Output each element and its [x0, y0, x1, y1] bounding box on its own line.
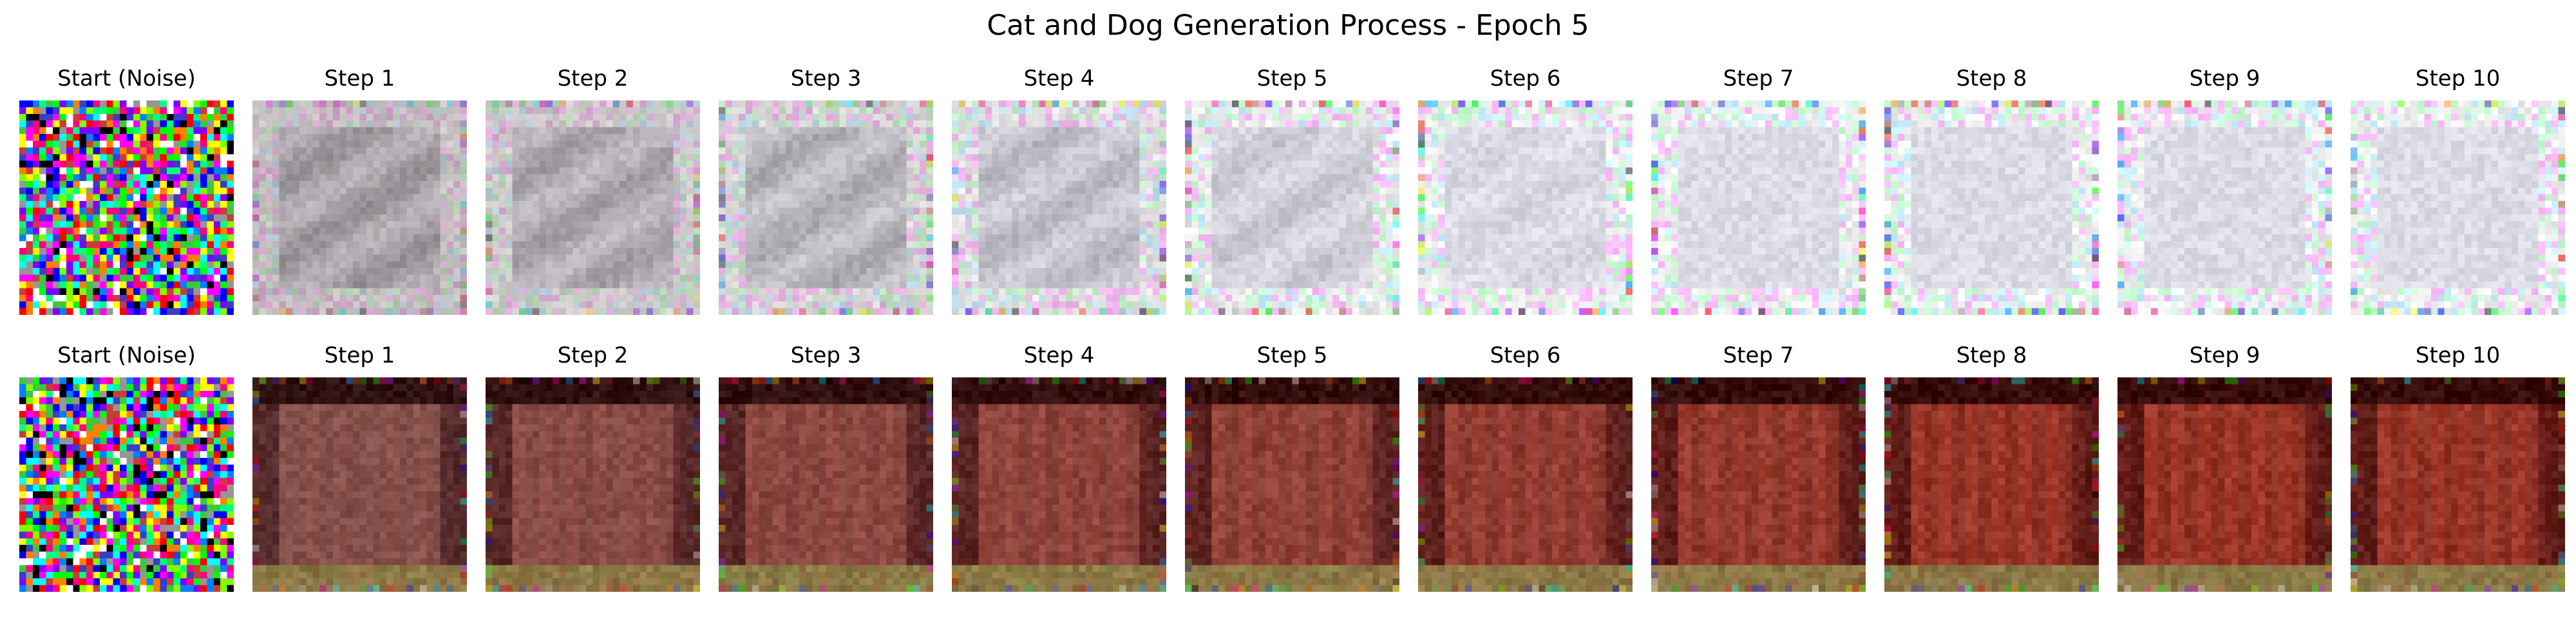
panel-title: Step 6: [1490, 66, 1561, 91]
panel-title: Step 3: [790, 66, 862, 91]
generated-image: [252, 100, 467, 315]
generated-image: [1651, 100, 1866, 315]
row-2-panel-step-2: Step 2: [486, 341, 700, 625]
generated-image: [1651, 377, 1866, 592]
generated-image: [719, 100, 933, 315]
generated-image: [2351, 377, 2565, 592]
panel-title: Step 8: [1956, 343, 2027, 368]
panel-title: Step 3: [790, 343, 862, 368]
row-1-panel-step-2: Step 2: [486, 64, 700, 348]
row-2-panel-step-6: Step 6: [1418, 341, 1633, 625]
row-1-panel-start-noise: Start (Noise): [19, 64, 234, 348]
row-2-panel-step-7: Step 7: [1651, 341, 1866, 625]
generated-image: [486, 377, 700, 592]
row-2-panel-start-noise: Start (Noise): [19, 341, 234, 625]
panel-title: Step 8: [1956, 66, 2027, 91]
panel-title: Step 5: [1256, 343, 1328, 368]
generated-image: [2117, 377, 2332, 592]
generated-image: [1418, 100, 1633, 315]
generated-image: [719, 377, 933, 592]
row-2-panel-step-4: Step 4: [952, 341, 1166, 625]
row-1-panel-step-4: Step 4: [952, 64, 1166, 348]
panel-title: Step 2: [557, 66, 629, 91]
generated-image: [1185, 377, 1399, 592]
row-1-panel-step-6: Step 6: [1418, 64, 1633, 348]
row-2-panel-step-5: Step 5: [1185, 341, 1399, 625]
panel-title: Step 7: [1723, 66, 1794, 91]
panel-title: Step 4: [1023, 66, 1095, 91]
panel-title: Step 9: [2189, 343, 2260, 368]
image-row-2: Start (Noise) Step 1 Step 2 Step 3 Step …: [0, 341, 2576, 625]
generated-image: [1185, 100, 1399, 315]
generated-image: [2117, 100, 2332, 315]
panel-title: Step 9: [2189, 66, 2260, 91]
image-row-1: Start (Noise) Step 1 Step 2 Step 3 Step …: [0, 64, 2576, 348]
panel-title: Step 1: [324, 343, 395, 368]
generated-image: [1884, 100, 2099, 315]
noise-image: [19, 100, 234, 315]
panel-title: Step 6: [1490, 343, 1561, 368]
row-2-panel-step-9: Step 9: [2117, 341, 2332, 625]
panel-title: Start (Noise): [57, 66, 196, 91]
panel-title: Step 4: [1023, 343, 1095, 368]
row-2-panel-step-3: Step 3: [719, 341, 933, 625]
panel-title: Start (Noise): [57, 343, 196, 368]
generated-image: [1884, 377, 2099, 592]
generated-image: [952, 377, 1166, 592]
generated-image: [952, 100, 1166, 315]
row-2-panel-step-1: Step 1: [252, 341, 467, 625]
row-1-panel-step-10: Step 10: [2351, 64, 2565, 348]
panel-title: Step 10: [2415, 66, 2501, 91]
row-2-panel-step-8: Step 8: [1884, 341, 2099, 625]
row-1-panel-step-9: Step 9: [2117, 64, 2332, 348]
generated-image: [1418, 377, 1633, 592]
panel-title: Step 2: [557, 343, 629, 368]
panel-title: Step 10: [2415, 343, 2501, 368]
panel-title: Step 7: [1723, 343, 1794, 368]
generated-image: [486, 100, 700, 315]
noise-image: [19, 377, 234, 592]
row-1-panel-step-1: Step 1: [252, 64, 467, 348]
figure-title: Cat and Dog Generation Process - Epoch 5: [987, 9, 1589, 42]
row-1-panel-step-7: Step 7: [1651, 64, 1866, 348]
row-1-panel-step-5: Step 5: [1185, 64, 1399, 348]
row-1-panel-step-8: Step 8: [1884, 64, 2099, 348]
row-2-panel-step-10: Step 10: [2351, 341, 2565, 625]
generated-image: [2351, 100, 2565, 315]
panel-title: Step 5: [1256, 66, 1328, 91]
generated-image: [252, 377, 467, 592]
panel-title: Step 1: [324, 66, 395, 91]
row-1-panel-step-3: Step 3: [719, 64, 933, 348]
